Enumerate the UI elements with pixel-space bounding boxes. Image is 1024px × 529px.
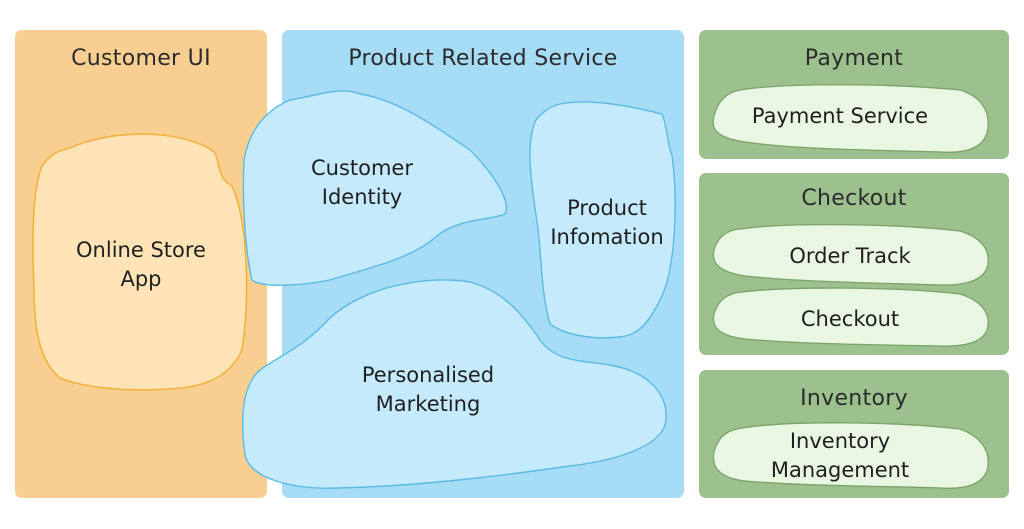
personalised-marketing-line1: Personalised <box>361 363 495 387</box>
product-related-service-title: Product Related Service <box>348 46 618 71</box>
order-track-blob <box>712 224 989 286</box>
checkout-title: Checkout <box>801 186 907 211</box>
personalised-marketing-label: Personalised Marketing <box>338 361 518 419</box>
product-information-label: Product Infomation <box>532 194 682 252</box>
payment-service-blob <box>712 84 989 153</box>
customer-identity-label: Customer Identity <box>282 154 442 212</box>
online-store-app-line2: App <box>120 267 162 291</box>
inventory-management-line1: Inventory <box>789 429 891 453</box>
checkout-label: Checkout <box>800 307 900 331</box>
personalised-marketing-blob <box>241 279 667 489</box>
online-store-app-label: Online Store App <box>56 236 226 294</box>
payment-service-label: Payment Service <box>751 104 929 128</box>
online-store-app-line1: Online Store <box>76 238 206 262</box>
personalised-marketing-line2: Marketing <box>375 392 481 416</box>
customer-identity-line1: Customer <box>310 156 413 180</box>
product-information-line1: Product <box>567 196 647 220</box>
payment-title: Payment <box>804 46 904 71</box>
inventory-management-blob <box>712 422 989 489</box>
checkout-blob <box>712 287 989 347</box>
inventory-management-label: Inventory Management <box>720 427 960 485</box>
customer-identity-line2: Identity <box>321 185 403 209</box>
order-track-label: Order Track <box>789 244 911 268</box>
product-information-blob <box>529 101 676 339</box>
customer-ui-title: Customer UI <box>71 46 211 71</box>
product-information-line2: Infomation <box>550 225 664 249</box>
inventory-title: Inventory <box>800 386 908 411</box>
inventory-management-line2: Management <box>770 458 910 482</box>
online-store-app-blob <box>32 133 248 391</box>
customer-identity-blob <box>242 90 507 286</box>
